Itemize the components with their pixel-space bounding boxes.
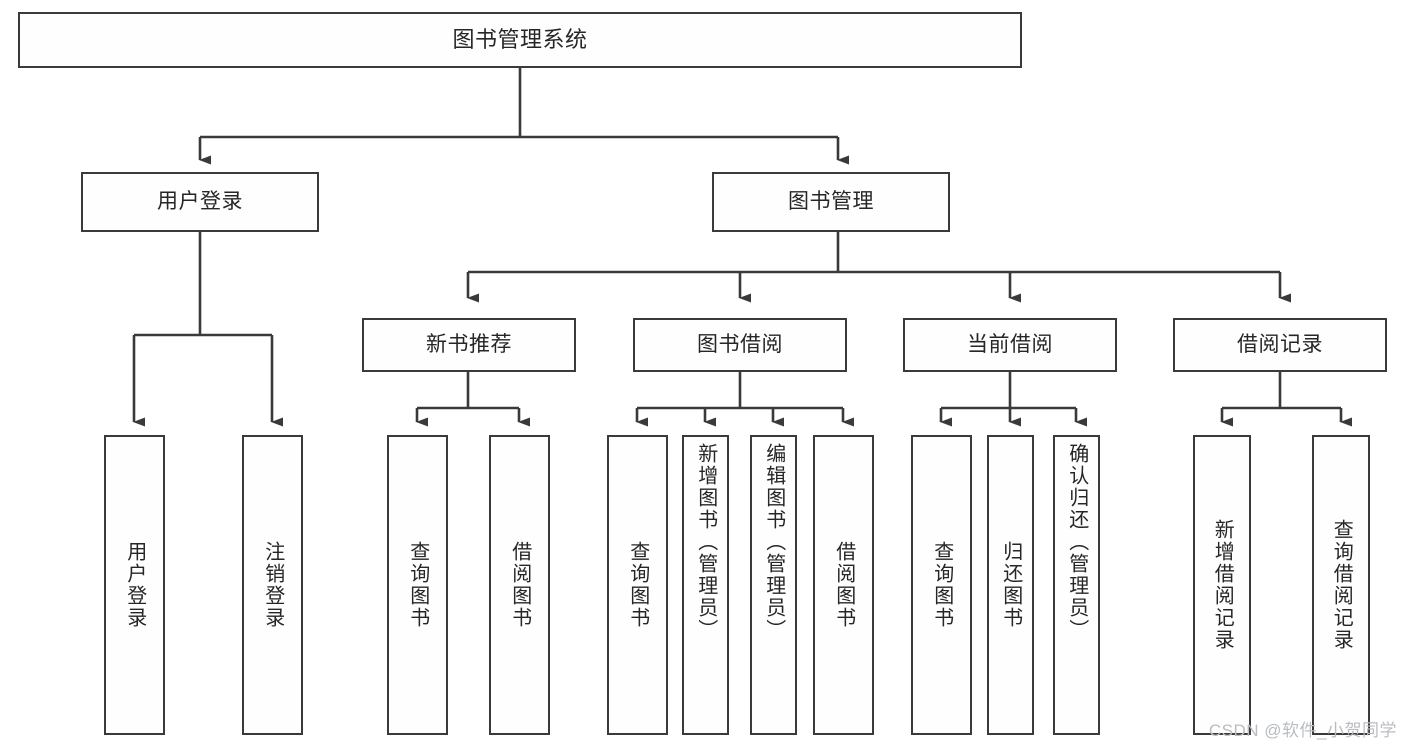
node-label: 新书推荐	[426, 332, 512, 356]
leaf-query-book-recommend[interactable]: 查询图书	[387, 435, 448, 735]
leaf-confirm-return-admin[interactable]: 确认归还（管理员）	[1053, 435, 1100, 735]
node-label: 查询图书	[626, 541, 649, 629]
node-label: 图书借阅	[697, 332, 783, 356]
leaf-borrow-book-recommend[interactable]: 借阅图书	[489, 435, 550, 735]
node-user-login[interactable]: 用户登录	[81, 172, 319, 232]
node-label: 新增借阅记录	[1211, 519, 1234, 651]
node-root-system[interactable]: 图书管理系统	[18, 12, 1022, 68]
node-label: 新增图书（管理员）	[694, 443, 717, 641]
node-label: 查询借阅记录	[1330, 519, 1353, 651]
node-book-management[interactable]: 图书管理	[712, 172, 950, 232]
leaf-borrow-book[interactable]: 借阅图书	[813, 435, 874, 735]
leaf-query-book-current[interactable]: 查询图书	[911, 435, 972, 735]
leaf-return-book[interactable]: 归还图书	[987, 435, 1034, 735]
watermark-csdn: CSDN @软件_小贺同学	[1208, 721, 1397, 740]
node-label: 借阅图书	[508, 541, 531, 629]
node-label: 借阅图书	[832, 541, 855, 629]
node-current-borrow[interactable]: 当前借阅	[903, 318, 1117, 372]
leaf-query-borrow-record[interactable]: 查询借阅记录	[1312, 435, 1370, 735]
node-label: 用户登录	[157, 189, 243, 213]
node-label: 归还图书	[999, 541, 1022, 629]
node-label: 查询图书	[406, 541, 429, 629]
node-label: 图书管理系统	[452, 27, 588, 53]
leaf-add-book-admin[interactable]: 新增图书（管理员）	[682, 435, 729, 735]
node-label: 当前借阅	[967, 332, 1053, 356]
node-label: 注销登录	[261, 541, 284, 629]
node-new-book-recommend[interactable]: 新书推荐	[362, 318, 576, 372]
node-label: 确认归还（管理员）	[1065, 443, 1088, 641]
node-borrow-record[interactable]: 借阅记录	[1173, 318, 1387, 372]
node-label: 用户登录	[123, 541, 146, 629]
node-label: 借阅记录	[1237, 332, 1323, 356]
node-book-borrow[interactable]: 图书借阅	[633, 318, 847, 372]
leaf-edit-book-admin[interactable]: 编辑图书（管理员）	[750, 435, 797, 735]
leaf-user-login[interactable]: 用户登录	[104, 435, 165, 735]
leaf-logout-login[interactable]: 注销登录	[242, 435, 303, 735]
leaf-query-book-borrow[interactable]: 查询图书	[607, 435, 668, 735]
node-label: 编辑图书（管理员）	[762, 443, 785, 641]
node-label: 查询图书	[930, 541, 953, 629]
node-label: 图书管理	[788, 189, 874, 213]
leaf-add-borrow-record[interactable]: 新增借阅记录	[1193, 435, 1251, 735]
